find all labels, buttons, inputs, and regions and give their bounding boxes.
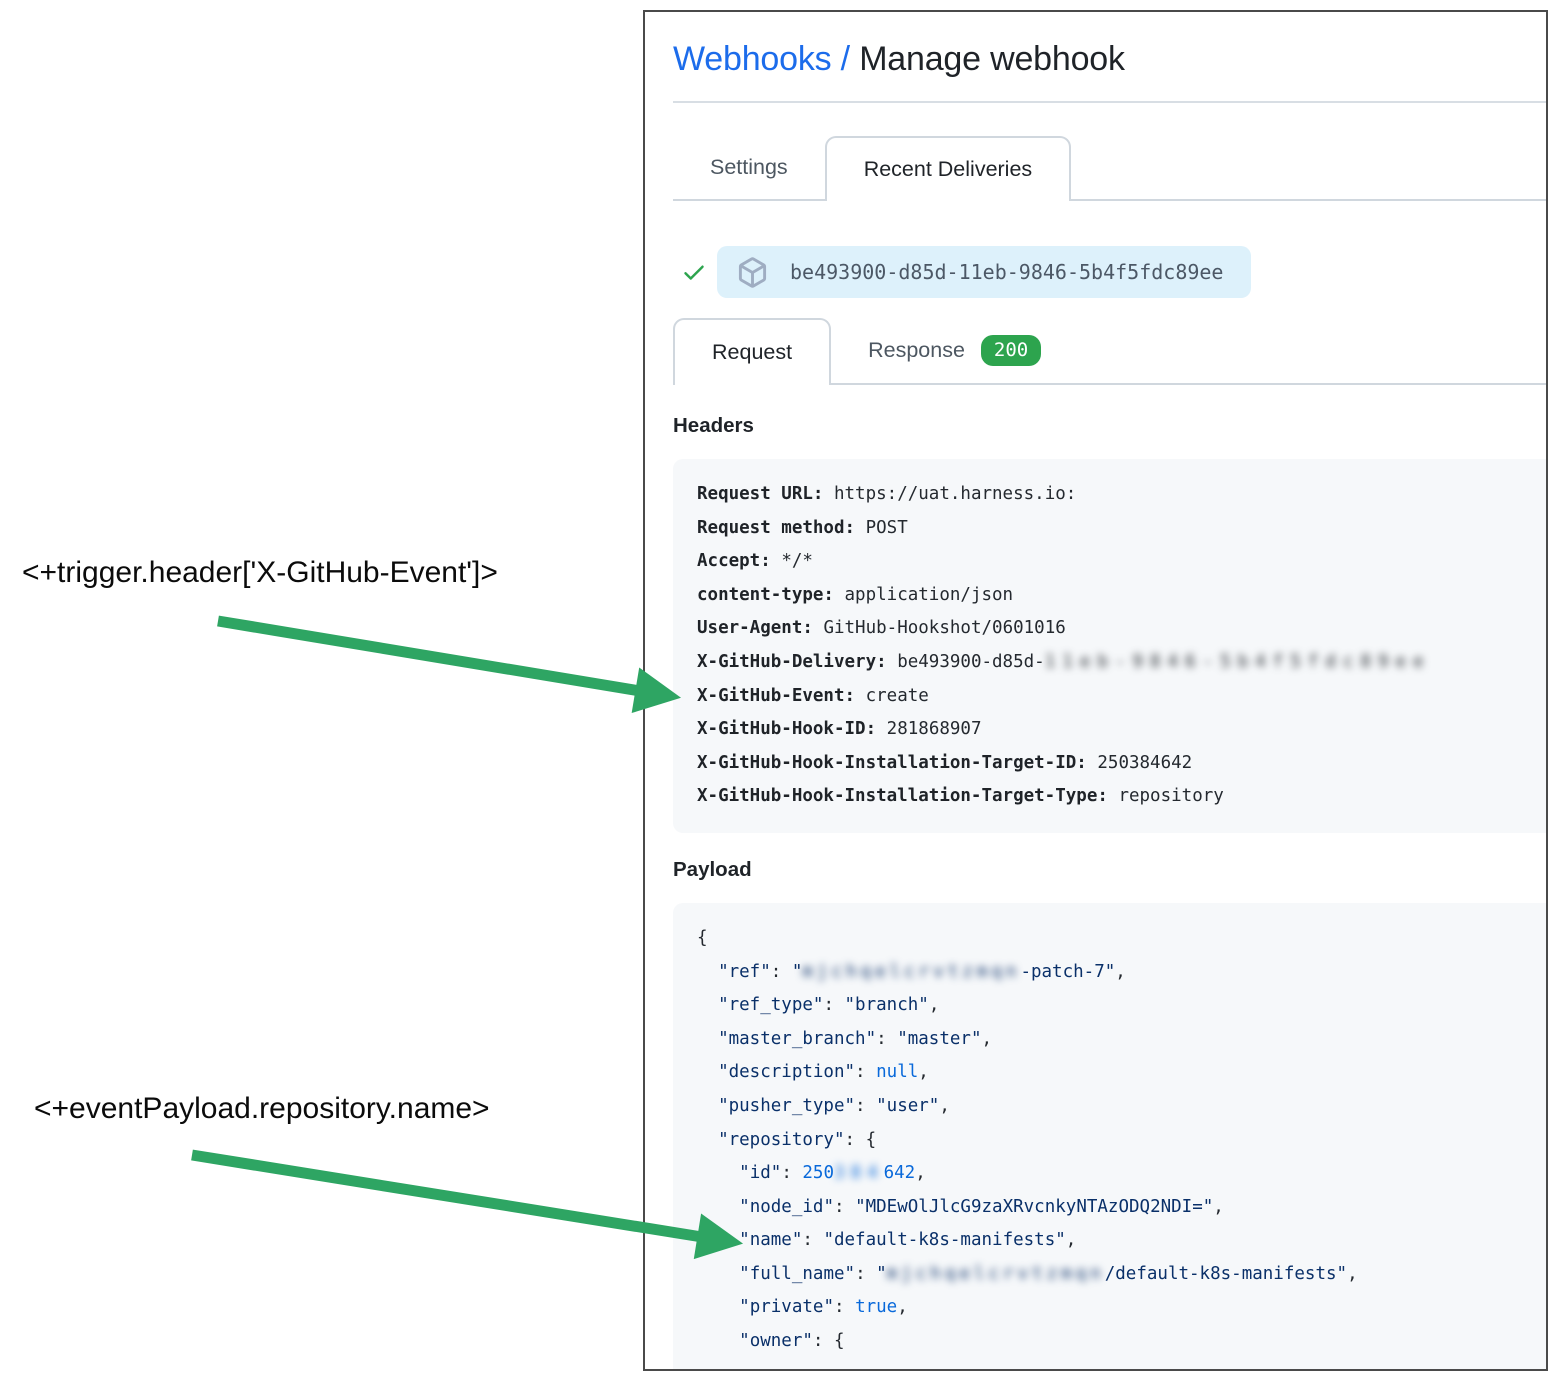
header-row: X-GitHub-Hook-Installation-Target-ID: 25… xyxy=(697,752,1193,773)
payload-line: "pusher_type": "user", xyxy=(718,1095,950,1116)
tab-response[interactable]: Response 200 xyxy=(831,318,1078,383)
package-icon xyxy=(738,256,767,288)
payload-line: "full_name": "mjchqelcrvtzmqn/default-k8… xyxy=(739,1263,1358,1284)
tab-response-label: Response xyxy=(868,338,965,362)
tab-recent-deliveries[interactable]: Recent Deliveries xyxy=(824,136,1072,201)
header-row: User-Agent: GitHub-Hookshot/0601016 xyxy=(697,618,1066,639)
arrow-to-github-event xyxy=(217,615,682,714)
headers-code-box: Request URL: https://uat.harness.io: Requ… xyxy=(673,459,1546,833)
payload-line: "ref_type": "branch", xyxy=(718,995,940,1016)
payload-code-box: { "ref": "mjchqelcrvtzmqn-patch-7", "ref… xyxy=(673,902,1546,1369)
delivery-row[interactable]: be493900-d85d-11eb-9846-5b4f5fdc89ee xyxy=(673,246,1546,298)
payload-line: "id": 250384642, xyxy=(739,1163,926,1184)
headers-section-title: Headers xyxy=(673,414,754,437)
title-divider xyxy=(673,101,1546,103)
payload-line: "node_id": "MDEwOlJlcG9zaXRvcnkyNTAzODQ2… xyxy=(739,1196,1224,1217)
payload-line: "name": "default-k8s-manifests", xyxy=(739,1230,1077,1251)
header-row: Accept: */* xyxy=(697,551,813,572)
header-row: X-GitHub-Delivery: be493900-d85d-11eb-98… xyxy=(697,651,1431,672)
arrow-to-repository-name xyxy=(191,1149,744,1260)
breadcrumb-separator: / xyxy=(831,40,860,78)
payload-line: "owner": { xyxy=(739,1331,845,1352)
request-response-tabbar: Request Response 200 xyxy=(673,318,1546,385)
webhook-panel: Webhooks / Manage webhook Settings Recen… xyxy=(643,10,1548,1371)
payload-line: { xyxy=(697,927,708,948)
annotation-trigger-header: <+trigger.header['X-GitHub-Event']> xyxy=(22,556,498,589)
header-row: Request URL: https://uat.harness.io: xyxy=(697,484,1077,504)
payload-line: "description": null, xyxy=(718,1062,929,1083)
tab-request[interactable]: Request xyxy=(673,318,832,385)
delivery-guid-pill[interactable]: be493900-d85d-11eb-9846-5b4f5fdc89ee xyxy=(717,246,1252,298)
page-title-text: Manage webhook xyxy=(859,40,1125,78)
header-row: content-type: application/json xyxy=(697,584,1014,605)
check-icon xyxy=(684,265,704,280)
header-row: X-GitHub-Hook-Installation-Target-Type: … xyxy=(697,786,1224,807)
payload-line: "repository": { xyxy=(718,1129,877,1150)
tab-settings[interactable]: Settings xyxy=(710,155,788,179)
payload-line: "ref": "mjchqelcrvtzmqn-patch-7", xyxy=(718,961,1126,982)
payload-line: "private": true, xyxy=(739,1297,908,1318)
page-title: Webhooks / Manage webhook xyxy=(673,40,1546,79)
annotation-event-payload: <+eventPayload.repository.name> xyxy=(34,1092,490,1125)
header-row: Request method: POST xyxy=(697,517,908,538)
main-tabbar: Settings Recent Deliveries xyxy=(673,136,1546,201)
header-row: X-GitHub-Event: create xyxy=(697,685,929,706)
payload-line: "master_branch": "master", xyxy=(718,1028,993,1049)
response-status-badge: 200 xyxy=(980,335,1042,366)
payload-section-title: Payload xyxy=(673,857,752,881)
webhooks-breadcrumb-link[interactable]: Webhooks xyxy=(673,40,832,78)
delivery-guid: be493900-d85d-11eb-9846-5b4f5fdc89ee xyxy=(790,260,1224,284)
header-row: X-GitHub-Hook-ID: 281868907 xyxy=(697,719,982,740)
